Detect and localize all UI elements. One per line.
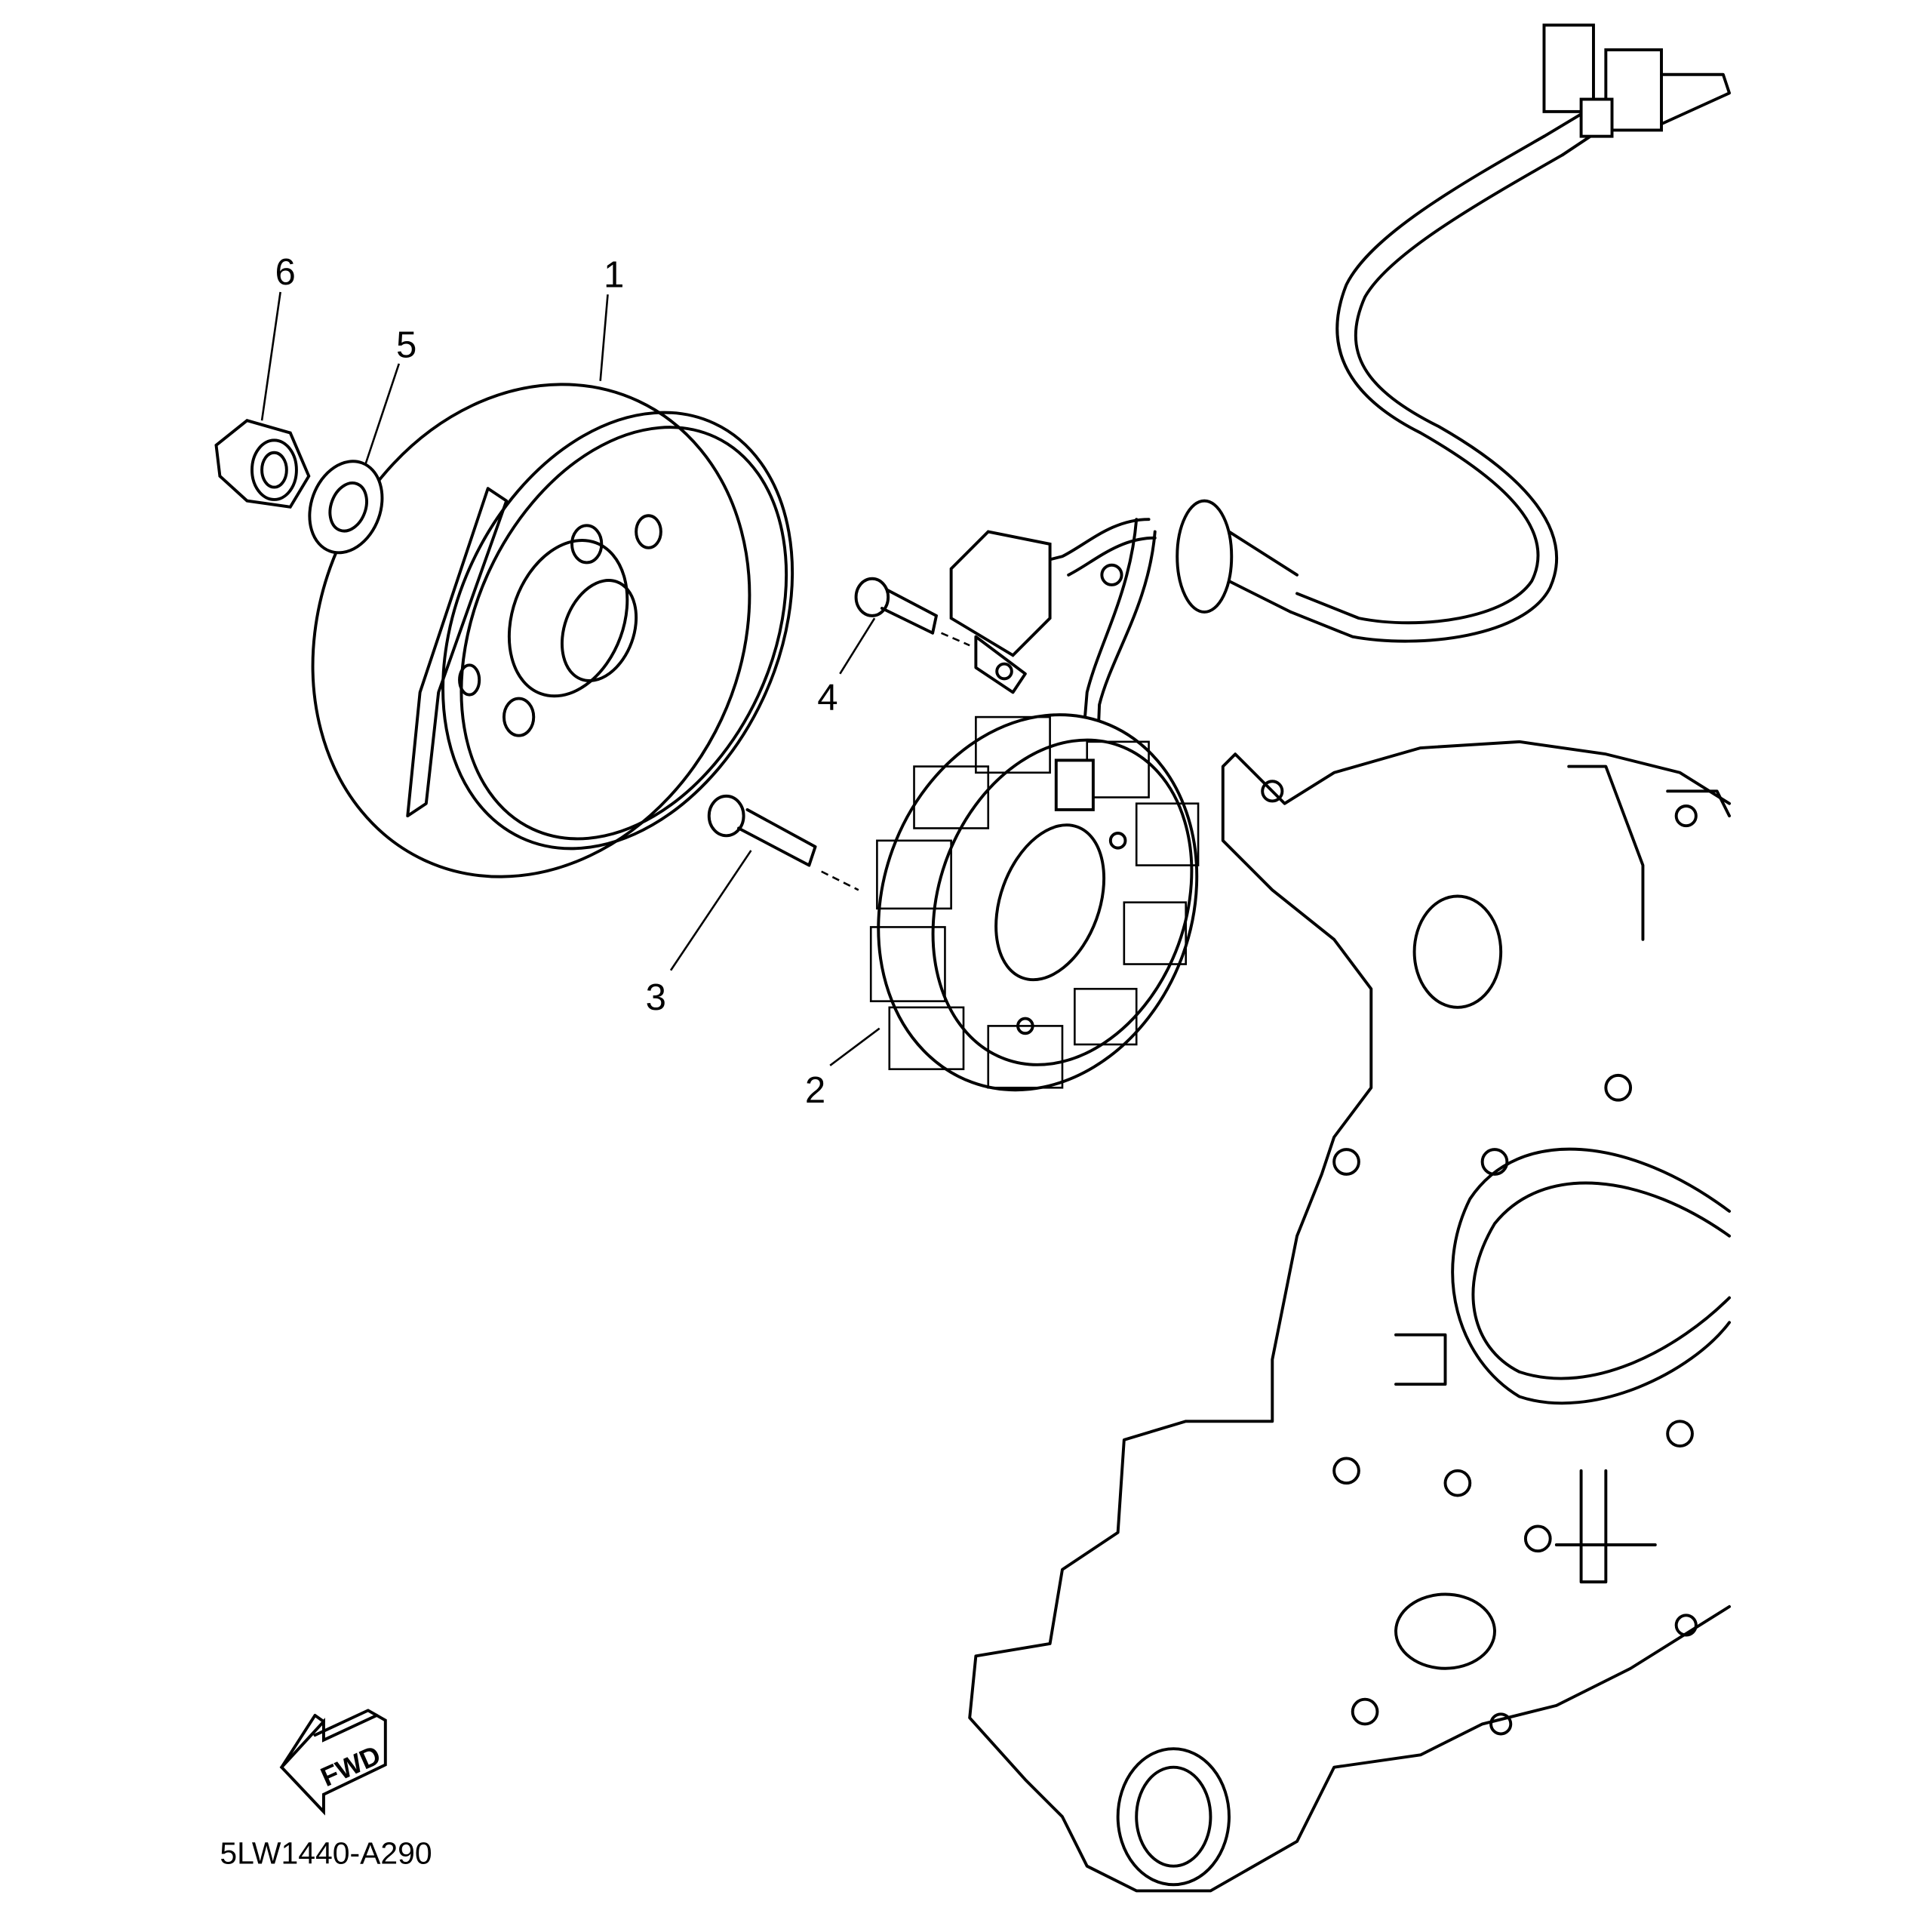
stator-bolt <box>707 794 859 891</box>
washer <box>308 460 384 555</box>
rotor-flywheel <box>311 383 794 878</box>
forward-arrow-icon: FWD <box>279 1709 387 1816</box>
leader-lines <box>260 291 881 1066</box>
diagram-code: 5LW1440-A290 <box>220 1835 432 1870</box>
callout-5: 5 <box>396 325 416 366</box>
callout-2: 2 <box>805 1070 825 1111</box>
callout-1: 1 <box>604 254 624 295</box>
callout-3: 3 <box>646 977 666 1018</box>
stator-assembly <box>869 713 1200 1092</box>
crankcase-outline <box>968 740 1732 1893</box>
pickup-coil-bolt <box>854 577 970 647</box>
callout-6: 6 <box>275 252 296 293</box>
callout-4: 4 <box>817 677 837 718</box>
wire-harness <box>1011 23 1732 768</box>
pickup-coil <box>949 530 1052 694</box>
nut <box>214 419 311 509</box>
